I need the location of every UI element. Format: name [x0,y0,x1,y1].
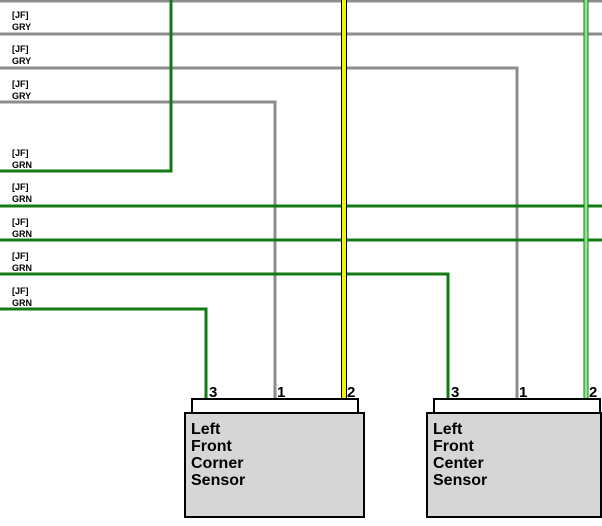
wire-label-2-b: GRY [12,56,31,66]
wire-gry-2 [0,66,519,400]
sensor-label-line-4: Sensor [191,472,245,489]
wire-label-6-a: [JF] [12,217,29,227]
sensor-left-front-corner: 3 1 2 Left Front Corner Sensor [184,384,365,518]
wires [0,0,602,400]
connector-body [426,412,602,518]
wire-label-8-b: GRN [12,298,32,308]
connector-body [184,412,365,518]
wire-label-8-a: [JF] [12,286,29,296]
wire-label-4-b: GRN [12,160,32,170]
wire-label-5-a: [JF] [12,182,29,192]
sensor-label-line-3: Center [433,455,484,472]
wire-grn-4 [0,272,450,400]
wire-label-2-a: [JF] [12,44,29,54]
wire-label-4-a: [JF] [12,148,29,158]
wire-grn-vertical-feed [0,0,173,173]
wire-label-5-b: GRN [12,194,32,204]
sensor-label-line-4: Sensor [433,472,487,489]
wire-label-7-a: [JF] [12,251,29,261]
pin-label-3: 3 [451,384,459,401]
wire-label-6-b: GRN [12,229,32,239]
pin-label-2: 2 [347,384,355,401]
pin-label-1: 1 [519,384,527,401]
wire-label-1-b: GRY [12,22,31,32]
pin-label-2: 2 [589,384,597,401]
wire-label-3-a: [JF] [12,79,29,89]
sensor-label-line-3: Corner [191,455,243,472]
sensor-label-line-2: Front [433,438,475,455]
wire-gry-3 [0,100,277,400]
pin-label-1: 1 [277,384,285,401]
connector-header [433,398,601,414]
connector-header [191,398,359,414]
wire-label-1-a: [JF] [12,10,29,20]
sensor-label-line-1: Left [433,421,463,438]
sensor-label-line-1: Left [191,421,221,438]
wire-labels: [JF] GRY [JF] GRY [JF] GRY [JF] GRN [JF]… [12,10,32,308]
sensor-label-line-2: Front [191,438,233,455]
pin-label-3: 3 [209,384,217,401]
wire-label-7-b: GRN [12,263,32,273]
wire-label-3-b: GRY [12,91,31,101]
wire-grn-5 [0,307,208,400]
sensor-left-front-center: 3 1 2 Left Front Center Sensor [426,384,602,518]
